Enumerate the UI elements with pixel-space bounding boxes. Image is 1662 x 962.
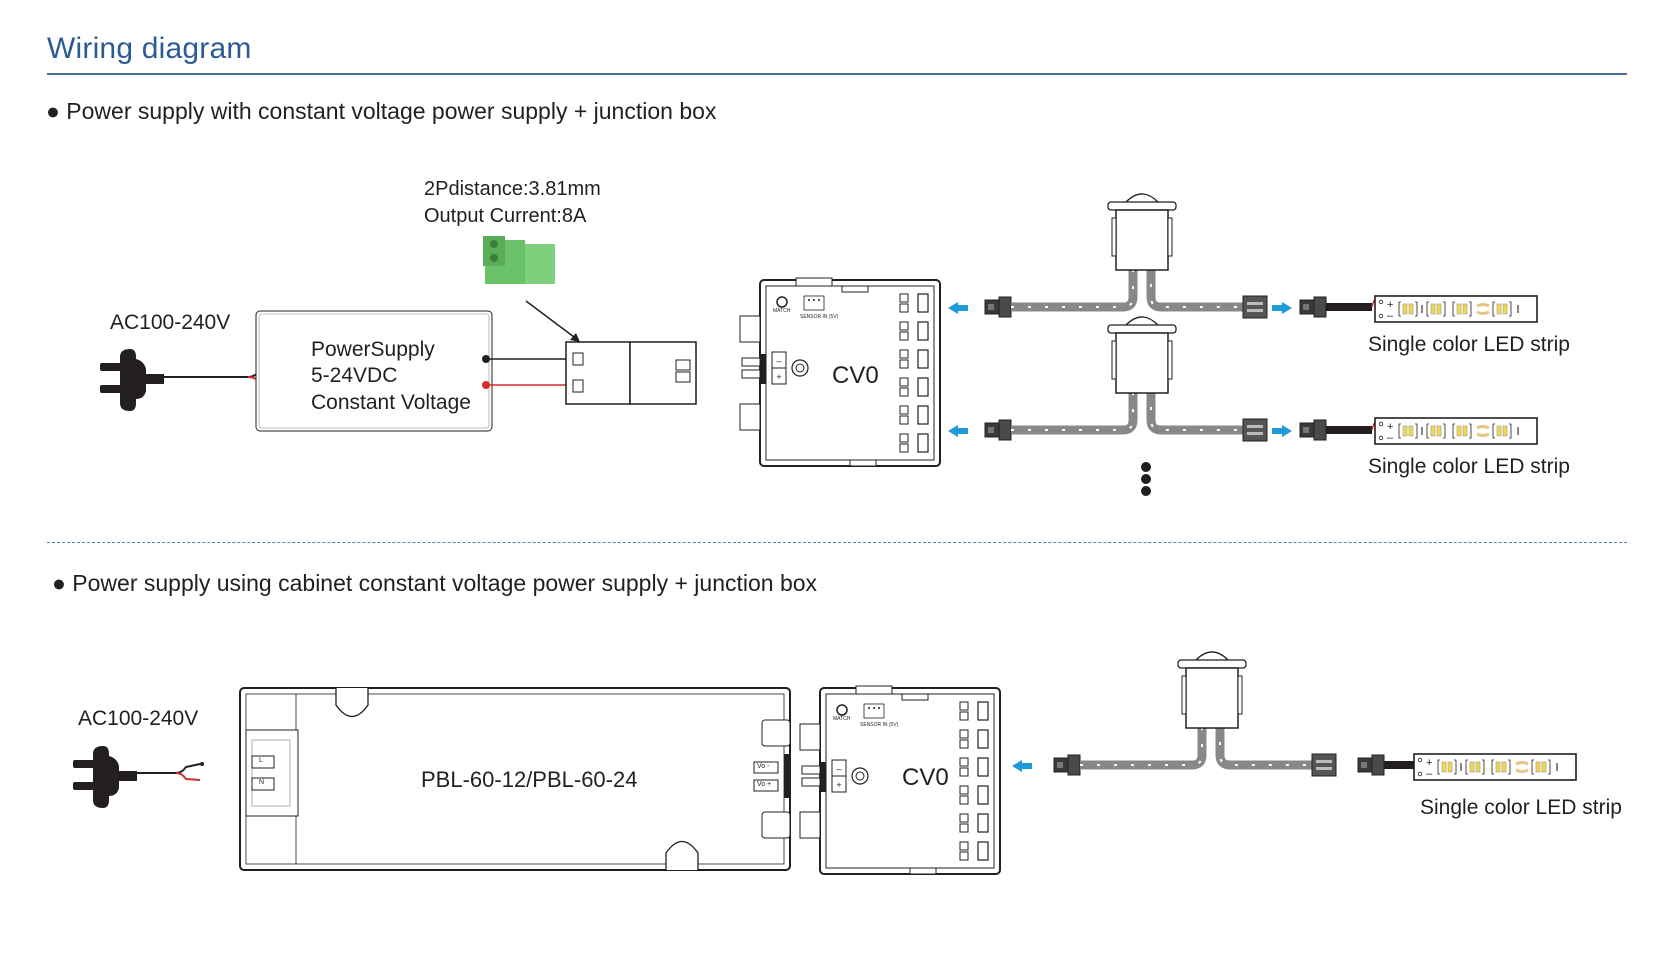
- led-strip-icon: [1412, 752, 1578, 782]
- terminal-l-label: L: [259, 757, 263, 764]
- arrow-left-icon: [948, 425, 968, 437]
- terminal-n-label: N: [259, 779, 265, 786]
- ac-input-label: AC100-240V: [110, 311, 231, 334]
- more-ellipsis-icon: [1141, 462, 1151, 496]
- terminal-spec-current: Output Current:8A: [424, 205, 587, 227]
- led-strip-label: Single color LED strip: [1368, 333, 1570, 356]
- vo-minus-label: Vo -: [757, 763, 770, 770]
- pir-sensor-icon: [1107, 316, 1177, 394]
- arrow-right-icon: [1272, 425, 1292, 437]
- power-supply-name: PowerSupply: [311, 338, 435, 361]
- section2-heading: ● Power supply using cabinet constant vo…: [52, 570, 818, 596]
- junction-box-cv0: [799, 685, 1001, 875]
- female-connector-icon: [1242, 295, 1268, 319]
- pir-sensor-icon: [1177, 651, 1247, 729]
- power-supply-voltage: 5-24VDC: [311, 364, 398, 387]
- ac-plug-icon: [100, 349, 164, 411]
- section2-diagram: [73, 651, 1578, 875]
- female-connector-icon: [1311, 753, 1337, 777]
- male-connector-icon: [1053, 754, 1081, 776]
- led-strip-icon: [1373, 294, 1539, 324]
- junction-box-label: CV0: [832, 362, 879, 389]
- ac-input-label: AC100-240V: [78, 707, 199, 730]
- led-strip-icon: [1373, 416, 1539, 446]
- arrow-right-icon: [1272, 302, 1292, 314]
- power-supply-box: [255, 310, 493, 432]
- green-terminal-block-icon: [483, 236, 555, 284]
- ac-plug-icon: [73, 746, 137, 808]
- male-connector-icon: [1299, 296, 1327, 318]
- pir-sensor-icon: [1107, 193, 1177, 271]
- terminal-spec-distance: 2Pdistance:3.81mm: [424, 178, 601, 200]
- section1-diagram: [100, 193, 1539, 496]
- cabinet-psu-model: PBL-60-12/PBL-60-24: [421, 767, 638, 792]
- male-connector-icon: [984, 296, 1012, 318]
- match-label: MATCH: [773, 308, 791, 314]
- male-connector-icon: [1357, 754, 1385, 776]
- section-divider: [47, 542, 1627, 543]
- male-connector-icon: [984, 419, 1012, 441]
- sensor-in-label: SENSOR IN (5V): [860, 722, 899, 728]
- power-supply-type: Constant Voltage: [311, 391, 471, 414]
- title-underline: [47, 73, 1627, 75]
- female-connector-icon: [1242, 418, 1268, 442]
- arrow-left-icon: [948, 302, 968, 314]
- arrow-left-icon: [1012, 760, 1032, 772]
- vo-plus-label: Vo +: [757, 781, 772, 788]
- junction-box-label: CV0: [902, 764, 949, 791]
- section1-heading: ● Power supply with constant voltage pow…: [46, 98, 717, 124]
- pointer-arrow: [525, 300, 579, 341]
- cabinet-power-supply: [239, 687, 791, 871]
- match-label: MATCH: [833, 716, 851, 722]
- led-strip-label: Single color LED strip: [1368, 455, 1570, 478]
- page-title: Wiring diagram: [47, 32, 252, 65]
- led-strip-label: Single color LED strip: [1420, 796, 1622, 819]
- sensor-in-label: SENSOR IN (5V): [800, 314, 839, 320]
- male-connector-icon: [1299, 419, 1327, 441]
